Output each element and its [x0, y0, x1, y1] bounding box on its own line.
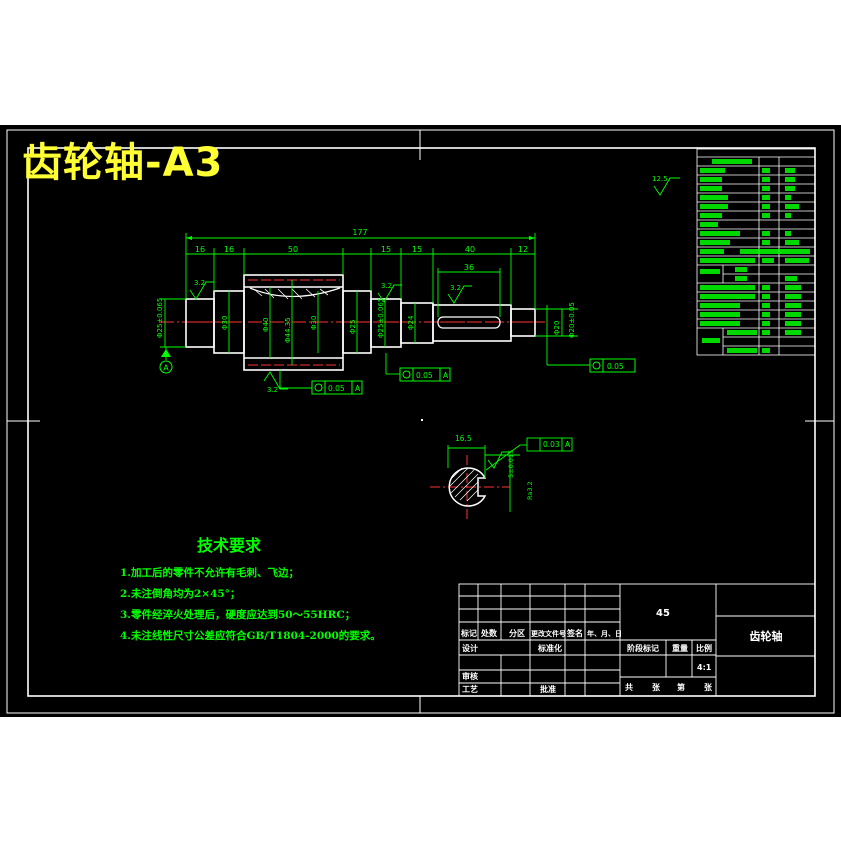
tb-sheet-unit2: 张 — [704, 683, 713, 692]
requirement-item-3: 3.零件经淬火处理后，硬度应达到50～55HRC； — [120, 609, 356, 621]
tb-header-count: 处数 — [480, 628, 498, 638]
tb-header-sign: 签名 — [566, 628, 583, 638]
requirements-heading: 技术要求 — [197, 536, 262, 555]
tb-review: 审核 — [462, 671, 478, 681]
svg-text:Φ24: Φ24 — [407, 315, 415, 330]
tb-header-date: 年、月、日 — [587, 629, 622, 638]
shaft-main-view: A 177 16 16 50 15 15 40 12 36 Φ25±0.065 … — [156, 175, 680, 395]
svg-text:Φ20: Φ20 — [553, 321, 561, 335]
tb-design: 设计 — [462, 643, 478, 653]
roughness-1: 3.2 — [194, 279, 205, 287]
tb-sheet-no: 第 — [677, 682, 685, 692]
tb-scale-label: 比例 — [696, 643, 712, 653]
tb-sheet-total: 共 — [625, 682, 633, 692]
dim-15-b: 15 — [412, 245, 422, 254]
svg-text:5±0.015: 5±0.015 — [507, 450, 515, 478]
svg-text:Φ40: Φ40 — [262, 318, 270, 332]
roughness-5: 12.5 — [652, 175, 668, 183]
tb-sheet-unit: 张 — [652, 683, 661, 692]
requirement-item-4: 4.未注线性尺寸公差应符合GB/T1804-2000的要求。 — [120, 630, 381, 642]
dim-16-a: 16 — [195, 245, 205, 254]
tol-2-ref: A — [443, 371, 449, 380]
dim-50: 50 — [288, 245, 298, 254]
tol-1-ref: A — [355, 384, 361, 393]
parameter-table-fill — [700, 159, 810, 353]
roughness-2: 3.2 — [381, 282, 392, 290]
drawing-title: 齿轮轴-A3 — [22, 140, 224, 186]
dim-total: 177 — [352, 228, 367, 237]
svg-text:Φ20±0.05: Φ20±0.05 — [568, 302, 576, 338]
dim-40: 40 — [465, 245, 475, 254]
requirement-item-1: 1.加工后的零件不允许有毛刺、飞边； — [120, 567, 299, 579]
tol-1-value: 0.05 — [328, 384, 345, 393]
datum-label: A — [163, 364, 169, 373]
inner-frame — [27, 147, 816, 697]
section-tol: 0.03 — [543, 440, 560, 449]
dim-15-a: 15 — [381, 245, 391, 254]
section-dim: 16.5 — [455, 434, 472, 443]
tb-process: 工艺 — [462, 684, 478, 694]
svg-text:Φ25±0.065: Φ25±0.065 — [156, 298, 164, 338]
svg-text:Φ25±0.065: Φ25±0.065 — [377, 298, 385, 338]
section-ref: A — [565, 440, 571, 449]
svg-text:Φ25: Φ25 — [349, 320, 357, 334]
svg-text:Φ30: Φ30 — [310, 316, 318, 330]
dim-16-b: 16 — [224, 245, 234, 254]
material-value: 45 — [656, 608, 670, 619]
svg-text:Ra3.2: Ra3.2 — [526, 481, 534, 500]
roughness-4: 3.2 — [267, 386, 278, 394]
dim-12: 12 — [518, 245, 528, 254]
dim-36: 36 — [464, 263, 474, 272]
tb-approve: 批准 — [540, 684, 556, 694]
roughness-3: 3.2 — [450, 284, 461, 292]
tb-weight: 重量 — [672, 643, 688, 653]
section-view: 16.5 0.03 A 5±0.015 Ra3.2 — [430, 434, 573, 522]
gear-parameter-table — [696, 148, 816, 356]
tb-standard: 标准化 — [537, 643, 562, 653]
svg-text:Φ30: Φ30 — [221, 316, 229, 330]
tb-stage: 阶段标记 — [627, 643, 659, 653]
tb-header-change: 更改文件号 — [531, 629, 566, 638]
tb-scale-value: 4:1 — [697, 663, 712, 672]
svg-text:Φ44.35: Φ44.35 — [284, 317, 292, 343]
tb-header-mark: 标记 — [460, 628, 477, 638]
requirement-item-2: 2.未注倒角均为2×45°； — [120, 588, 241, 600]
tol-3-value: 0.05 — [607, 362, 624, 371]
tb-header-zone: 分区 — [509, 628, 525, 638]
tol-2-value: 0.05 — [416, 371, 433, 380]
title-block — [458, 583, 816, 697]
part-name: 齿轮轴 — [750, 629, 783, 643]
